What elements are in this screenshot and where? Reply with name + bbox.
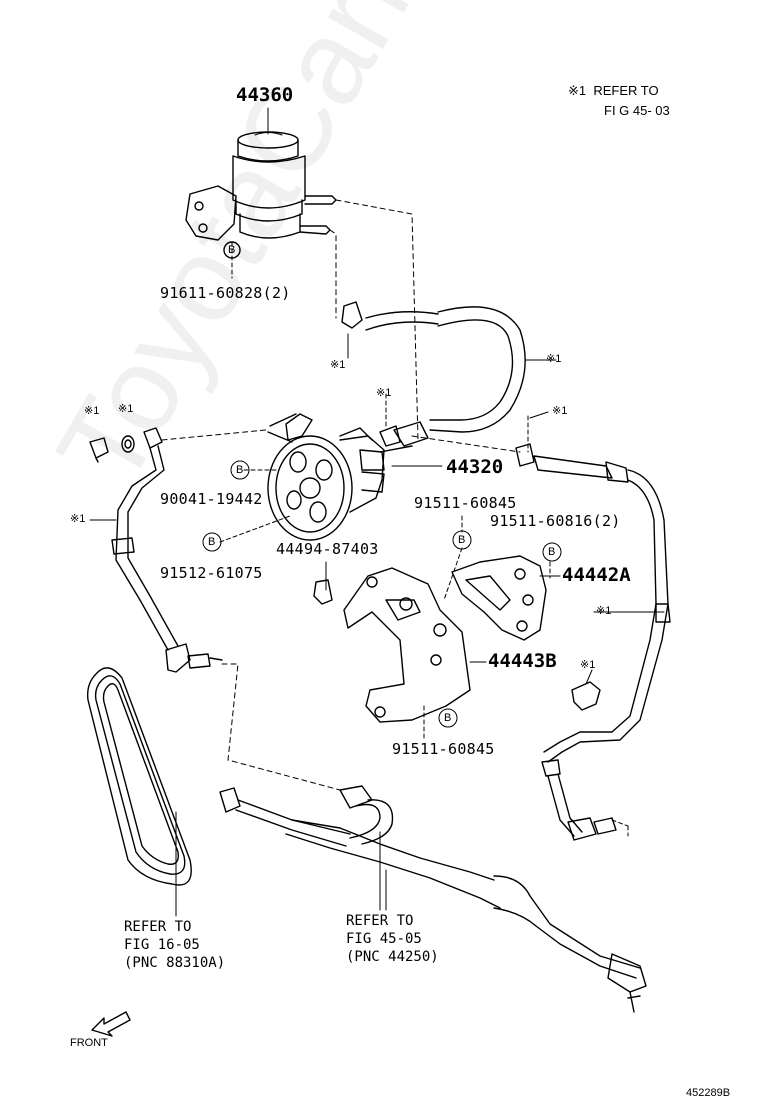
b-marker-label: B	[444, 712, 452, 724]
part-44494-label: 44494-87403	[276, 540, 379, 558]
star-marker: ※1	[376, 387, 392, 399]
bracket-44443b-drawing	[343, 567, 471, 741]
part-91511-60845-top-label: 91511-60845	[414, 494, 517, 512]
pump-44320-drawing	[267, 413, 413, 541]
b-marker-label: B	[236, 464, 244, 476]
star-marker: ※1	[84, 405, 100, 417]
b-markers	[202, 460, 562, 728]
part-91611-label: 91611-60828(2)	[160, 284, 291, 302]
part-44320-label: 44320	[446, 456, 504, 478]
star-marker: ※1	[118, 403, 134, 415]
b-marker-label: B	[548, 546, 556, 558]
part-90041-label: 90041-19442	[160, 490, 263, 508]
pressure-hose-drawing	[411, 415, 671, 841]
b-marker-label: B	[208, 536, 216, 548]
drive-belt-drawing	[86, 667, 192, 886]
bracket-44442a-drawing	[451, 555, 551, 641]
part-91511-60845-bottom-label: 91511-60845	[392, 740, 495, 758]
gear-refer-line3: (PNC 44250)	[346, 949, 439, 965]
star-marker: ※1	[546, 353, 562, 365]
star-marker: ※1	[596, 605, 612, 617]
part-44360-label: 44360	[236, 84, 294, 106]
left-pipe-drawing	[89, 427, 341, 791]
clamp-drawing	[313, 579, 333, 605]
belt-refer-line3: (PNC 88310A)	[124, 955, 226, 971]
b-marker-reservoir	[223, 241, 241, 259]
part-91511-60816-label: 91511-60816(2)	[490, 512, 621, 530]
leader-lines	[89, 333, 665, 917]
belt-refer-line1: REFER TO	[124, 919, 192, 935]
part-44443b-label: 44443B	[488, 650, 557, 672]
part-44442a-label: 44442A	[562, 564, 631, 586]
return-hose-drawing	[329, 199, 526, 447]
gear-refer-line1: REFER TO	[346, 913, 414, 929]
belt-refer-line2: FIG 16-05	[124, 937, 200, 953]
gear-refer-line2: FIG 45-05	[346, 931, 422, 947]
front-label: FRONT	[70, 1037, 108, 1049]
star-marker: ※1	[552, 405, 568, 417]
part-91512-label: 91512-61075	[160, 564, 263, 582]
star-marker: ※1	[70, 513, 86, 525]
front-arrow-icon	[91, 1011, 131, 1037]
refer-note-line2: FI G 45- 03	[604, 103, 670, 118]
reservoir-44360-drawing	[185, 107, 337, 241]
b-marker-label: B	[228, 244, 236, 256]
steering-gear-drawing	[219, 785, 647, 1013]
star-marker: ※1	[330, 359, 346, 371]
refer-note-line1: ※1 REFER TO	[568, 83, 659, 98]
figure-id: 452289B	[686, 1087, 731, 1099]
star-marker: ※1	[580, 659, 596, 671]
b-marker-label: B	[458, 534, 466, 546]
